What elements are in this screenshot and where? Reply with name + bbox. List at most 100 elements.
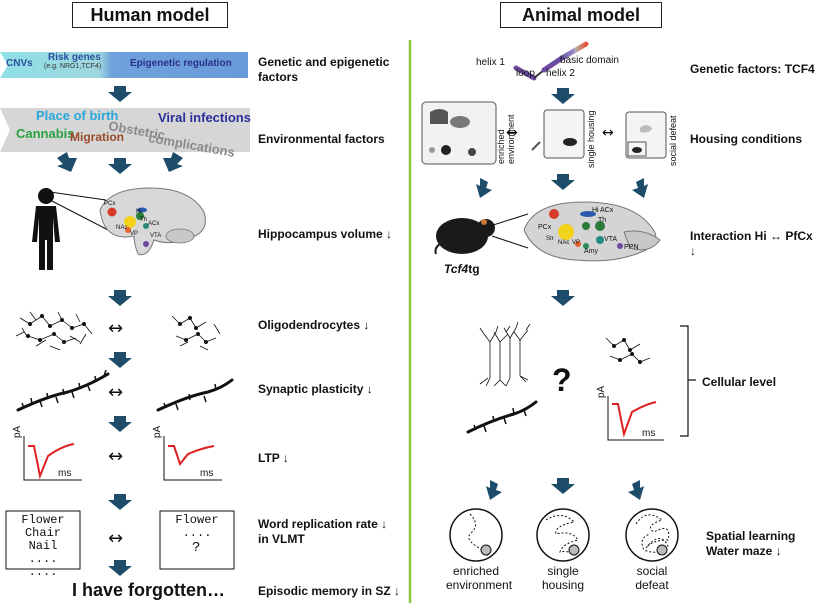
word-list-partial: Flower .... [175, 513, 219, 540]
single-housing-cage [531, 109, 585, 159]
mouse-brain-label-hi: Hi [592, 207, 599, 214]
mouse-tcf4tg-label: Tcf4tg [444, 262, 480, 276]
swap-arrow-ltp: ↔ [108, 446, 124, 467]
swap-arrow-word: ↔ [108, 528, 124, 549]
ltp-mouse-ylabel: pA [596, 385, 607, 398]
label-interaction: Interaction Hi ↔ PfCx ↓ [690, 229, 813, 258]
mouse-brain [523, 201, 661, 262]
mouse-label-italic: Tcf4 [444, 262, 469, 276]
migration-word: Migration [70, 130, 124, 144]
tcf4-basic-domain-label: basic domain [560, 55, 619, 66]
water-maze-social [625, 508, 679, 562]
word-list-box-full [5, 510, 81, 570]
environmental-bar [0, 108, 250, 152]
dendrite-human-right [156, 378, 234, 412]
human-brain [99, 187, 206, 256]
human-flow-arrows [57, 86, 183, 576]
ltp-trace-human-right [163, 436, 222, 481]
label-episodic: Episodic memory in SZ ↓ [258, 584, 401, 598]
cage-label-single: single housing [586, 110, 596, 168]
maze-label-enriched: enriched environment [446, 564, 513, 592]
label-genetic-tcf4: Genetic factors: TCF4 [690, 62, 815, 76]
ltp-human-right-xlabel: ms [200, 468, 214, 479]
enriched-environment-cage [421, 101, 497, 165]
oligodendrocyte-human-left [15, 311, 93, 351]
label-ltp: LTP ↓ [258, 451, 289, 465]
tcf4-protein [513, 41, 589, 81]
tcf4-helix1-label: helix 1 [476, 57, 505, 68]
label-genetic-epigenetic: Genetic and epigenetic factors [258, 55, 390, 84]
label-synaptic: Synaptic plasticity ↓ [258, 382, 373, 396]
mouse-label-rest: tg [468, 262, 480, 276]
label-word-replication: Word replication rate ↓ in VLMT [258, 517, 388, 546]
oligodendrocyte-mouse [605, 337, 651, 364]
oligodendrocyte-human-right [171, 315, 221, 351]
pyramidal-neurons [479, 321, 531, 387]
mouse-brain-label-acx: ACx [600, 207, 614, 214]
cage-arrow-1: ↔ [506, 125, 518, 141]
word-list-box-partial [159, 510, 235, 570]
swap-arrow-oligo: ↔ [108, 318, 124, 339]
ltp-trace-human-left [23, 436, 82, 481]
human-brain-label-hi: Hi [136, 209, 142, 215]
word-list-full: Flower Chair Nail .... .... [21, 513, 65, 579]
ltp-human-left-ylabel: pA [12, 425, 23, 438]
water-maze-single [536, 508, 590, 562]
mouse-brain-label-str: Str [546, 236, 554, 242]
risk-genes-sub-label: (e.g. NRG1,TCF4) [44, 63, 102, 70]
mouse-brain-label-amy: Amy [584, 248, 598, 255]
label-spatial: Spatial learning Water maze ↓ [706, 529, 796, 558]
cannabis-word: Cannabis [16, 126, 75, 141]
mouse-brain-label-nac: NAc [558, 240, 570, 246]
place-of-birth-word: Place of birth [36, 108, 119, 123]
maze-label-social: social defeat [635, 564, 669, 592]
human-brain-label-acx: ACx [148, 221, 160, 227]
label-environmental: Environmental factors [258, 132, 385, 146]
tcf4-helix2-label: helix 2 [546, 68, 575, 79]
dendrite-mouse [466, 400, 538, 434]
human-brain-label-th: Th [140, 217, 148, 223]
tcf4-loop-label: loop [516, 68, 535, 79]
word-list-question: ? [192, 540, 201, 556]
dendrite-human-left-spines [21, 369, 107, 409]
animal-flow-arrows [476, 88, 648, 500]
ltp-mouse-xlabel: ms [642, 428, 656, 439]
human-brain-label-vp: VP [130, 231, 139, 237]
ltp-human-left-xlabel: ms [58, 468, 72, 479]
question-mark: ? [552, 362, 572, 398]
mouse-brain-label-pcx: PCx [538, 224, 552, 231]
cage-arrow-2: ↔ [602, 125, 614, 141]
tcf4-mouse [434, 218, 495, 255]
dendrite-mouse-spines [473, 407, 527, 433]
mouse-brain-label-ppn: PPN [624, 244, 639, 251]
maze-label-single: single housing [541, 564, 585, 592]
swap-arrow-synaptic: ↔ [108, 382, 124, 403]
mouse-brain-label-vta: VTA [604, 236, 618, 243]
label-cellular: Cellular level [702, 375, 777, 389]
mouse-brain-label-th: Th [598, 217, 607, 224]
ltp-human-right-ylabel: pA [152, 425, 163, 438]
ltp-trace-mouse [607, 396, 664, 441]
forgotten-text: I have forgotten… [72, 580, 226, 600]
label-oligodendrocytes: Oligodendrocytes ↓ [258, 318, 370, 332]
label-housing: Housing conditions [690, 132, 802, 146]
mouse-brain-label-vp: VP [572, 240, 581, 246]
human-brain-label-nac: NAc [116, 225, 128, 231]
epigenetic-label: Epigenetic regulation [130, 58, 232, 69]
human-brain-label-vta: VTA [150, 233, 162, 239]
viral-infections-word: Viral infections [158, 110, 251, 125]
cellular-bracket [680, 325, 696, 437]
label-hippocampus: Hippocampus volume ↓ [258, 227, 393, 241]
human-silhouette [32, 188, 60, 270]
social-defeat-cage [625, 111, 667, 159]
genetic-bar [0, 52, 248, 78]
cage-label-social: social defeat [668, 115, 678, 166]
human-model-header: Human model [72, 2, 228, 28]
cage-label-enriched: enriched environment [496, 114, 516, 164]
human-brain-label-pcx: PCx [104, 201, 116, 207]
risk-genes-label: Risk genes [48, 52, 101, 63]
dendrite-human-right-spines [163, 383, 217, 411]
water-maze-enriched [449, 508, 503, 562]
cnvs-label: CNVs [6, 58, 33, 69]
